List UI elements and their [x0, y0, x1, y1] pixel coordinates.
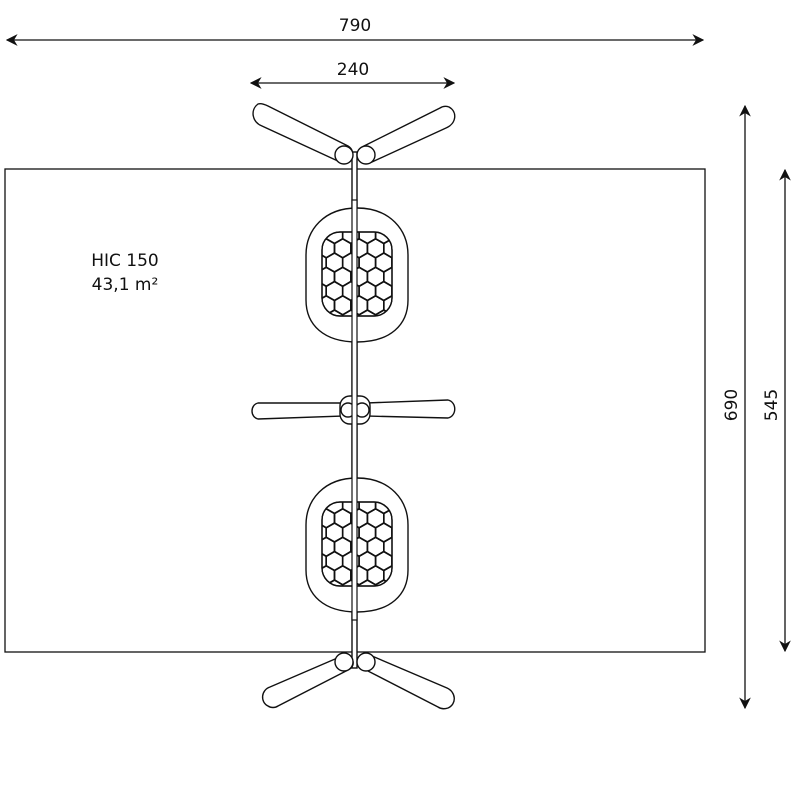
- dimension-label-545: 545: [762, 389, 782, 421]
- top-legs: [252, 102, 456, 165]
- dimension-label-790: 790: [339, 16, 371, 36]
- nest-swing-2: [305, 477, 409, 613]
- bottom-legs: [261, 652, 455, 710]
- dimension-leg-span: 240: [249, 60, 456, 89]
- net-cell: [383, 564, 392, 586]
- nest-swing-1: [305, 207, 409, 343]
- net-cell: [383, 536, 392, 558]
- dimension-label-240: 240: [337, 60, 369, 80]
- net-cell: [383, 237, 392, 259]
- net-cell: [374, 579, 392, 586]
- middle-legs: [251, 395, 456, 425]
- dimension-area-length: 545: [762, 168, 791, 653]
- dimension-overall-length: 690: [722, 104, 751, 710]
- area-label: 43,1 m²: [92, 275, 159, 295]
- hic-label: HIC 150: [91, 251, 159, 271]
- net-cell: [383, 507, 392, 529]
- net-cell: [383, 294, 392, 316]
- beam-overlay: [351, 199, 358, 621]
- net-cell: [383, 266, 392, 288]
- dimension-overall-width: 790: [5, 16, 705, 46]
- net-cell: [374, 309, 392, 316]
- dimension-label-690: 690: [722, 389, 742, 421]
